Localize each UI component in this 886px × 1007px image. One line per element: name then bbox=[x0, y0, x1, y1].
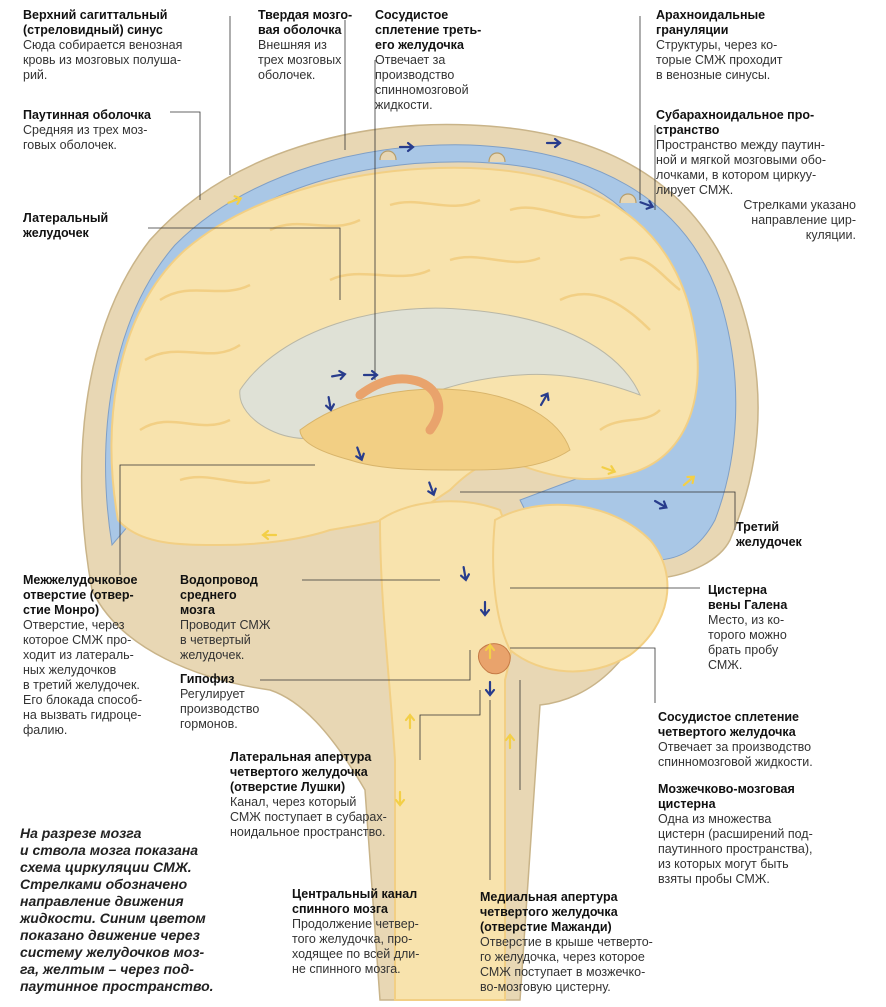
cisterna-magna-title: Мозжечково-мозговая цистерна bbox=[658, 782, 795, 811]
dura-mater-desc: Внешняя из трех мозговых оболочек. bbox=[258, 38, 342, 82]
label-arachnoid-mater: Паутинная оболочка Средняя из трех моз- … bbox=[23, 108, 203, 153]
pituitary-desc: Регулирует производство гормонов. bbox=[180, 687, 260, 731]
label-cisterna-magna: Мозжечково-мозговая цистерна Одна из мно… bbox=[658, 782, 858, 887]
central-canal-desc: Продолжение четвер- того желудочка, про-… bbox=[292, 917, 420, 976]
arachnoid-granulations-title: Арахноидальные грануляции bbox=[656, 8, 766, 37]
choroid-third-title: Сосудистое сплетение треть- его желудочк… bbox=[375, 8, 482, 52]
monro-desc: Отверстие, через которое СМЖ про- ходит … bbox=[23, 618, 143, 737]
label-galen-cistern: Цистерна вены Галена Место, из ко- торог… bbox=[708, 583, 848, 673]
choroid-fourth-title: Сосудистое сплетение четвертого желудочк… bbox=[658, 710, 800, 739]
third-ventricle-title: Третий желудочек bbox=[736, 520, 802, 549]
galen-cistern-title: Цистерна вены Галена bbox=[708, 583, 788, 612]
label-pituitary: Гипофиз Регулирует производство гормонов… bbox=[180, 672, 290, 732]
magendie-title: Медиальная апертура четвертого желудочка… bbox=[480, 890, 618, 934]
sagittal-sinus-desc: Сюда собирается венозная кровь из мозгов… bbox=[23, 38, 183, 82]
label-monro: Межжелудочковое отверстие (отвер- стие М… bbox=[23, 573, 173, 738]
magendie-desc: Отверстие в крыше четверто- го желудочка… bbox=[480, 935, 653, 994]
label-choroid-fourth: Сосудистое сплетение четвертого желудочк… bbox=[658, 710, 858, 770]
monro-title: Межжелудочковое отверстие (отвер- стие М… bbox=[23, 573, 138, 617]
arachnoid-granulations bbox=[379, 150, 637, 204]
aqueduct-desc: Проводит СМЖ в четвертый желудочек. bbox=[180, 618, 271, 662]
subarachnoid-space-title: Субарахноидальное про- странство bbox=[656, 108, 815, 137]
choroid-third-desc: Отвечает за производство спинномозговой … bbox=[375, 53, 469, 112]
label-sagittal-sinus: Верхний сагиттальный (стреловидный) сину… bbox=[23, 8, 233, 83]
label-dura-mater: Твердая мозго- вая оболочка Внешняя из т… bbox=[258, 8, 368, 83]
label-third-ventricle: Третий желудочек bbox=[736, 520, 856, 550]
dura-mater-title: Твердая мозго- вая оболочка bbox=[258, 8, 353, 37]
label-choroid-third: Сосудистое сплетение треть- его желудочк… bbox=[375, 8, 500, 113]
luschka-desc: Канал, через который СМЖ поступает в суб… bbox=[230, 795, 387, 839]
leader-lines bbox=[119, 16, 736, 880]
label-aqueduct: Водопровод среднего мозга Проводит СМЖ в… bbox=[180, 573, 290, 663]
arachnoid-granulations-desc: Структуры, через ко- торые СМЖ проходит … bbox=[656, 38, 783, 82]
label-magendie: Медиальная апертура четвертого желудочка… bbox=[480, 890, 685, 995]
galen-cistern-desc: Место, из ко- торого можно брать пробу С… bbox=[708, 613, 787, 672]
subarachnoid-space-desc: Пространство между паутин- ной и мягкой … bbox=[656, 138, 826, 197]
figure-caption: На разрезе мозга и ствола мозга показана… bbox=[20, 825, 214, 994]
label-lateral-ventricle: Латеральный желудочек bbox=[23, 211, 143, 241]
pituitary-title: Гипофиз bbox=[180, 672, 235, 686]
flow-arrows bbox=[227, 137, 696, 807]
sagittal-sinus-title: Верхний сагиттальный (стреловидный) сину… bbox=[23, 8, 168, 37]
cisterna-magna-desc: Одна из множества цистерн (расширений по… bbox=[658, 812, 813, 886]
arachnoid-mater-desc: Средняя из трех моз- говых оболочек. bbox=[23, 123, 148, 152]
lateral-ventricle-title: Латеральный желудочек bbox=[23, 211, 109, 240]
label-subarachnoid-space: Субарахноидальное про- странство Простра… bbox=[656, 108, 856, 243]
label-central-canal: Центральный канал спинного мозга Продолж… bbox=[292, 887, 462, 977]
luschka-title: Латеральная апертура четвертого желудочк… bbox=[230, 750, 372, 794]
label-arachnoid-granulations: Арахноидальные грануляции Структуры, чер… bbox=[656, 8, 856, 83]
aqueduct-title: Водопровод среднего мозга bbox=[180, 573, 258, 617]
choroid-plexus-third bbox=[355, 374, 444, 435]
subarachnoid-space-note: Стрелками указано направление цир- куляц… bbox=[743, 198, 856, 242]
choroid-plexus-fourth bbox=[477, 643, 511, 675]
label-luschka: Латеральная апертура четвертого желудочк… bbox=[230, 750, 430, 840]
central-canal-title: Центральный канал спинного мозга bbox=[292, 887, 418, 916]
arachnoid-mater-title: Паутинная оболочка bbox=[23, 108, 151, 122]
choroid-fourth-desc: Отвечает за производство спинномозговой … bbox=[658, 740, 813, 769]
